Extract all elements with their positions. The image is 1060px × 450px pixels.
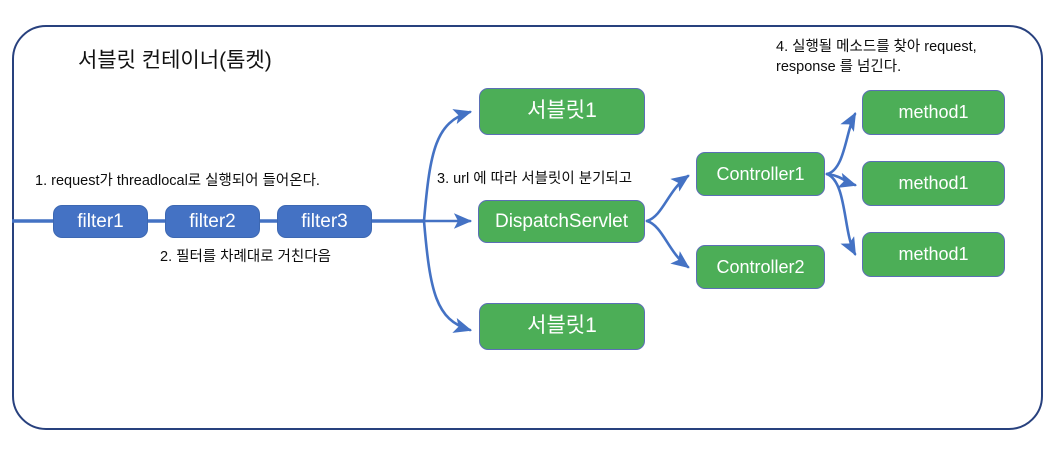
node-filter2[interactable]: filter2 xyxy=(165,205,260,238)
node-dispatch-servlet[interactable]: DispatchServlet xyxy=(478,200,645,243)
annotation-step-2: 2. 필터를 차례대로 거친다음 xyxy=(160,249,331,265)
node-filter1[interactable]: filter1 xyxy=(53,205,148,238)
node-method1-a[interactable]: method1 xyxy=(862,90,1005,135)
node-controller2[interactable]: Controller2 xyxy=(696,245,825,289)
node-filter3[interactable]: filter3 xyxy=(277,205,372,238)
node-servlet-top[interactable]: 서블릿1 xyxy=(479,88,645,135)
node-controller1[interactable]: Controller1 xyxy=(696,152,825,196)
node-servlet-bottom[interactable]: 서블릿1 xyxy=(479,303,645,350)
annotation-step-3: 3. url 에 따라 서블릿이 분기되고 xyxy=(437,171,633,187)
node-method1-c[interactable]: method1 xyxy=(862,232,1005,277)
node-method1-b[interactable]: method1 xyxy=(862,161,1005,206)
annotation-step-1: 1. request가 threadlocal로 실행되어 들어온다. xyxy=(35,173,320,189)
servlet-container-frame xyxy=(12,25,1043,430)
page-title: 서블릿 컨테이너(톰켓) xyxy=(78,49,272,72)
annotation-step-4: 4. 실행될 메소드를 찾아 request, response 를 넘긴다. xyxy=(776,39,977,75)
